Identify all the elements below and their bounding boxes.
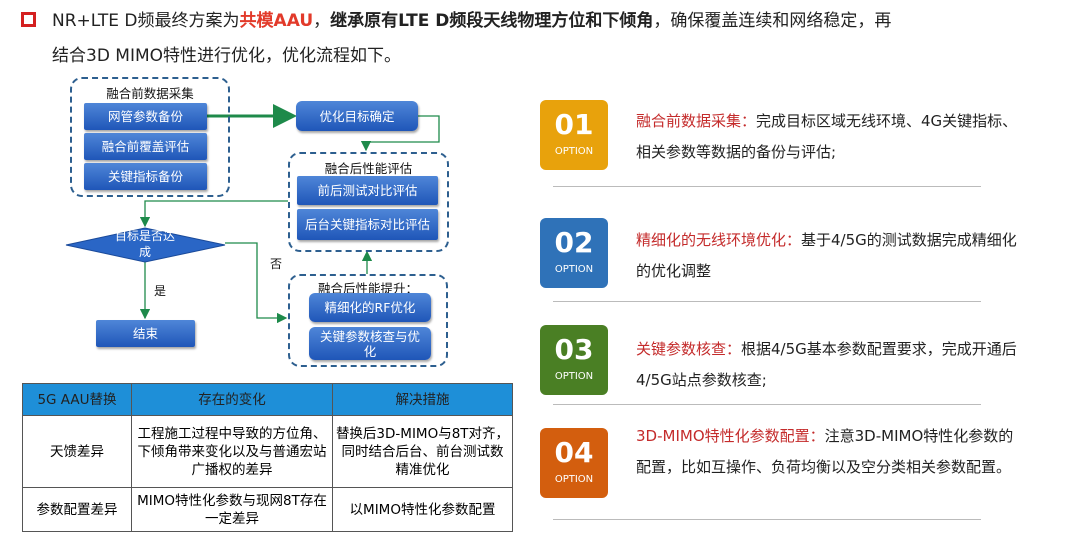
option-label: OPTION: [554, 146, 594, 157]
arrow-eval-to-decision: [139, 200, 288, 228]
group-title: 融合后性能评估: [324, 161, 413, 176]
title-text-end: ，确保覆盖连续和网络稳定，再: [653, 11, 892, 31]
comparison-table: 5G AAU替换 存在的变化 解决措施 天馈差异 工程施工过程中导致的方位角、下…: [22, 383, 513, 532]
table-cell: 天馈差异: [22, 415, 132, 488]
option-badge: 03 OPTION: [540, 325, 608, 395]
group-post-improvement: 融合后性能提升：: [288, 274, 448, 367]
option-badge: 02 OPTION: [540, 218, 608, 288]
flow-box: 后台关键指标对比评估: [297, 209, 438, 240]
option-text: 根据4/5G基本参数配置要求，完成开通后4/5G站点参数核查;: [636, 340, 1017, 389]
group-pre-collection: 融合前数据采集: [70, 77, 230, 197]
yes-label: 是: [154, 284, 167, 298]
option-label: OPTION: [554, 371, 594, 382]
option-text: 完成目标区域无线环境、4G关键指标、相关参数等数据的备份与评估;: [636, 112, 1018, 161]
option-title: 融合前数据采集：: [636, 112, 757, 130]
table-row: 天馈差异 工程施工过程中导致的方位角、下倾角带来变化以及与普通宏站广播权的差异 …: [22, 415, 513, 488]
option-title: 3D-MIMO特性化参数配置：: [636, 427, 825, 445]
no-label: 否: [270, 257, 283, 271]
table-cell: MIMO特性化参数与现网8T存在一定差异: [131, 487, 333, 532]
option-description: 关键参数核查：根据4/5G基本参数配置要求，完成开通后4/5G站点参数核查;: [636, 334, 1026, 396]
decision-diamond: [65, 227, 226, 263]
table-header-row: 5G AAU替换 存在的变化 解决措施: [22, 383, 513, 416]
option-badge: 04 OPTION: [540, 428, 608, 498]
flow-box-end: 结束: [96, 320, 195, 347]
title-line-2: 结合3D MIMO特性进行优化，优化流程如下。: [52, 46, 402, 66]
option-description: 融合前数据采集：完成目标区域无线环境、4G关键指标、相关参数等数据的备份与评估;: [636, 106, 1026, 168]
divider: [553, 186, 981, 187]
divider: [553, 519, 981, 520]
decision-label: 目标是否达成: [114, 229, 175, 259]
flow-box: 融合前覆盖评估: [84, 133, 207, 160]
option-label: OPTION: [554, 474, 594, 485]
option-number: 02: [554, 226, 594, 259]
flow-connectors: [65, 104, 440, 324]
table-header: 5G AAU替换: [22, 383, 132, 416]
option-badge: 01 OPTION: [540, 100, 608, 170]
flow-box-target: 优化目标确定: [296, 101, 418, 131]
flow-box: 前后测试对比评估: [297, 176, 438, 205]
title-text: NR+LTE D频最终方案为: [52, 11, 240, 31]
flow-box: 精细化的RF优化: [309, 293, 431, 322]
group-title: 融合前数据采集: [106, 86, 194, 101]
flow-box: 关键参数核查与优化: [309, 327, 431, 360]
flow-box: 网管参数备份: [84, 103, 207, 130]
table-cell: 以MIMO特性化参数配置: [332, 487, 513, 532]
option-text: 注意3D-MIMO特性化参数的配置，比如互操作、负荷均衡以及空分类相关参数配置。: [636, 427, 1014, 476]
table-cell: 工程施工过程中导致的方位角、下倾角带来变化以及与普通宏站广播权的差异: [131, 415, 333, 488]
table-header: 存在的变化: [131, 383, 333, 416]
table-header: 解决措施: [332, 383, 513, 416]
arrow-target-to-eval: [360, 115, 440, 152]
title-highlight: 共模AAU: [239, 11, 314, 31]
option-number: 01: [554, 108, 594, 141]
title-comma: ，: [313, 11, 331, 31]
option-number: 04: [554, 436, 594, 469]
option-title: 精细化的无线环境优化：: [636, 231, 802, 249]
option-text: 基于4/5G的测试数据完成精细化的优化调整: [636, 231, 1017, 280]
flow-box: 关键指标备份: [84, 163, 207, 190]
option-description: 精细化的无线环境优化：基于4/5G的测试数据完成精细化的优化调整: [636, 225, 1026, 287]
option-label: OPTION: [554, 264, 594, 275]
divider: [553, 404, 981, 405]
table-cell: 参数配置差异: [22, 487, 132, 532]
square-bullet-icon: [21, 12, 36, 27]
title-bold: 继承原有LTE D频段天线物理方位和下倾角: [330, 11, 654, 31]
group-post-evaluation: 融合后性能评估: [288, 152, 449, 252]
title-line-1: NR+LTE D频最终方案为共模AAU，继承原有LTE D频段天线物理方位和下倾…: [52, 6, 891, 31]
arrow-no-to-improve: [225, 242, 288, 324]
option-number: 03: [554, 333, 594, 366]
divider: [553, 301, 981, 302]
group-title: 融合后性能提升：: [317, 281, 418, 296]
table-row: 参数配置差异 MIMO特性化参数与现网8T存在一定差异 以MIMO特性化参数配置: [22, 487, 513, 532]
option-description: 3D-MIMO特性化参数配置：注意3D-MIMO特性化参数的配置，比如互操作、负…: [636, 421, 1026, 483]
option-title: 关键参数核查：: [636, 340, 742, 358]
table-cell: 替换后3D-MIMO与8T对齐，同时结合后台、前台测试数精准优化: [332, 415, 513, 488]
